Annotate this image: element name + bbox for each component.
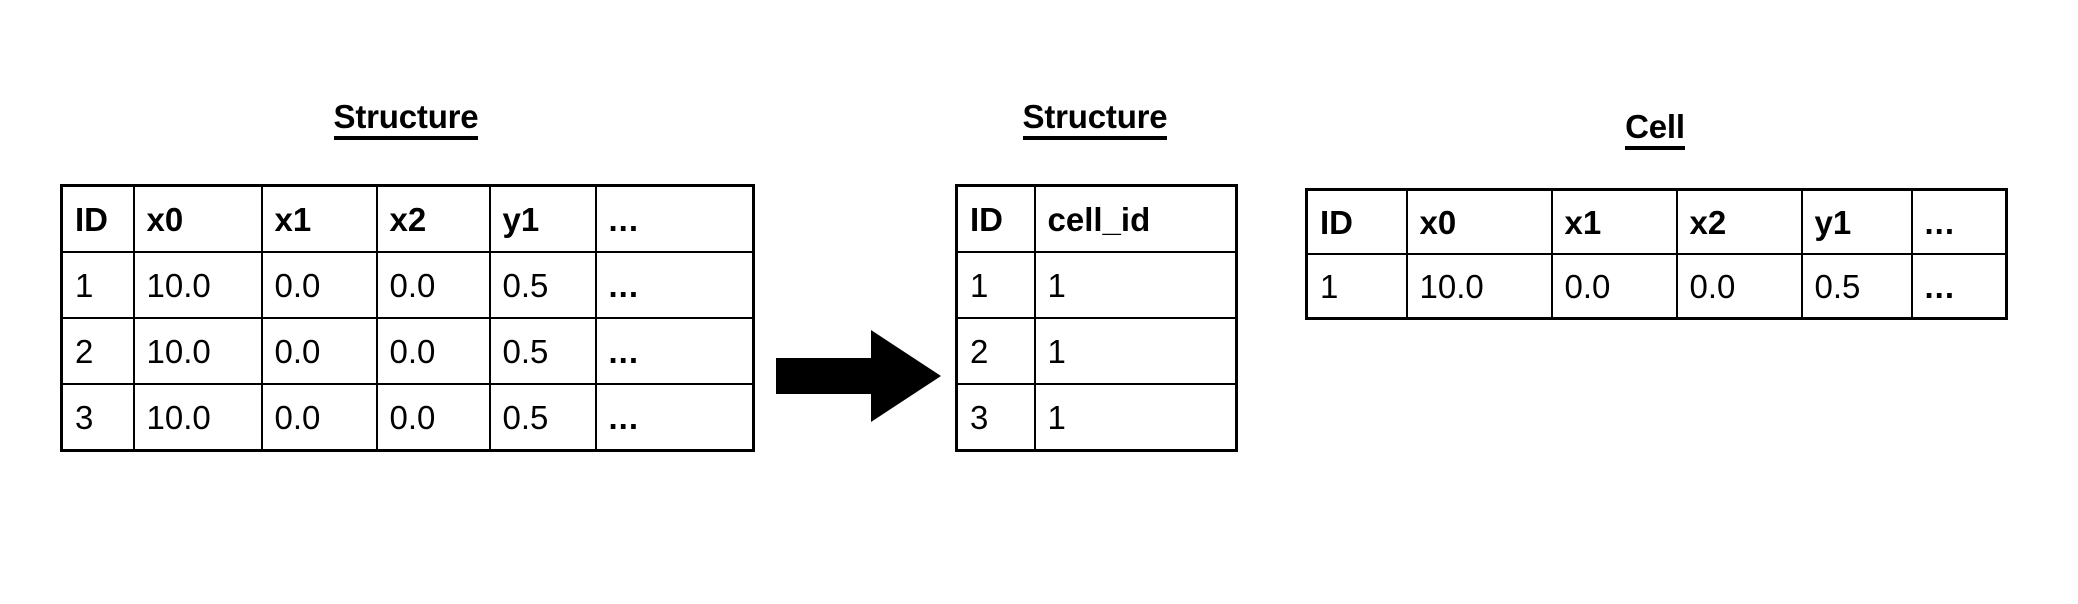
structure-cellid-table: ID cell_id 1 1 2 1 3 1	[955, 184, 1238, 452]
table-row: 1 10.0 0.0 0.0 0.5 ...	[1305, 253, 2008, 320]
structure-full-title-text: Structure	[333, 100, 479, 140]
cell-cell-id: 1	[1033, 251, 1238, 319]
column-header-y1: y1	[488, 184, 597, 253]
cell-x1: 0.0	[260, 251, 378, 319]
cell-table-title: Cell	[1305, 110, 2005, 150]
cell-id: 1	[955, 251, 1036, 319]
cell-ellipsis: ...	[1910, 253, 2008, 320]
cell-y1: 0.5	[488, 317, 597, 385]
column-header-x1: x1	[260, 184, 378, 253]
table-row: 1 10.0 0.0 0.0 0.5 ...	[60, 251, 755, 319]
column-header-x2: x2	[1675, 188, 1803, 255]
structure-full-table-group: Structure ID x0 x1 x2 y1 ... 1 10.0 0.0	[60, 100, 755, 452]
cell-id: 3	[60, 383, 135, 452]
cell-x0: 10.0	[132, 383, 263, 452]
structure-cellid-title-text: Structure	[1022, 100, 1168, 140]
cell-x1: 0.0	[1550, 253, 1678, 320]
cell-ellipsis: ...	[594, 251, 755, 319]
column-header-x0: x0	[132, 184, 263, 253]
table-row: 3 10.0 0.0 0.0 0.5 ...	[60, 383, 755, 452]
structure-full-table: ID x0 x1 x2 y1 ... 1 10.0 0.0 0.0 0.5 ..…	[60, 184, 755, 452]
cell-x0: 10.0	[132, 251, 263, 319]
column-header-x2: x2	[375, 184, 491, 253]
cell-y1: 0.5	[1800, 253, 1913, 320]
cell-x2: 0.0	[375, 251, 491, 319]
structure-full-table-title: Structure	[60, 100, 752, 140]
cell-id: 2	[955, 317, 1036, 385]
cell-x0: 10.0	[132, 317, 263, 385]
column-header-cell-id: cell_id	[1033, 184, 1238, 253]
cell-y1: 0.5	[488, 383, 597, 452]
table-header-row: ID x0 x1 x2 y1 ...	[60, 184, 755, 253]
cell-x1: 0.0	[260, 383, 378, 452]
cell-id: 1	[60, 251, 135, 319]
cell-cell-id: 1	[1033, 317, 1238, 385]
table-row: 3 1	[955, 383, 1238, 452]
cell-x1: 0.0	[260, 317, 378, 385]
table-header-row: ID cell_id	[955, 184, 1238, 253]
cell-id: 2	[60, 317, 135, 385]
column-header-x0: x0	[1405, 188, 1553, 255]
structure-cellid-table-group: Structure ID cell_id 1 1 2 1	[955, 100, 1238, 452]
column-header-y1: y1	[1800, 188, 1913, 255]
table-row: 2 10.0 0.0 0.0 0.5 ...	[60, 317, 755, 385]
cell-title-text: Cell	[1625, 110, 1685, 150]
cell-id: 1	[1305, 253, 1408, 320]
cell-x2: 0.0	[375, 317, 491, 385]
cell-y1: 0.5	[488, 251, 597, 319]
cell-cell-id: 1	[1033, 383, 1238, 452]
table-row: 2 1	[955, 317, 1238, 385]
cell-x2: 0.0	[375, 383, 491, 452]
cell-ellipsis: ...	[594, 317, 755, 385]
cell-table-group: Cell ID x0 x1 x2 y1 ... 1 10.0 0.0	[1305, 110, 2008, 320]
cell-x2: 0.0	[1675, 253, 1803, 320]
column-header-x1: x1	[1550, 188, 1678, 255]
cell-x0: 10.0	[1405, 253, 1553, 320]
column-header-ellipsis: ...	[594, 184, 755, 253]
structure-cellid-table-title: Structure	[955, 100, 1235, 140]
column-header-id: ID	[60, 184, 135, 253]
table-header-row: ID x0 x1 x2 y1 ...	[1305, 188, 2008, 255]
cell-id: 3	[955, 383, 1036, 452]
column-header-id: ID	[955, 184, 1036, 253]
column-header-id: ID	[1305, 188, 1408, 255]
column-header-ellipsis: ...	[1910, 188, 2008, 255]
cell-ellipsis: ...	[594, 383, 755, 452]
cell-table: ID x0 x1 x2 y1 ... 1 10.0 0.0 0.0 0.5 ..…	[1305, 188, 2008, 320]
table-row: 1 1	[955, 251, 1238, 319]
right-arrow-icon	[776, 330, 941, 422]
